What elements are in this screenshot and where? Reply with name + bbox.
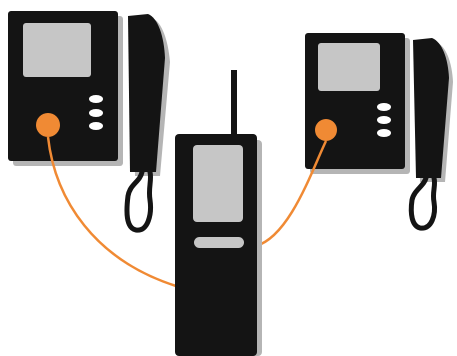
right-monitor-button-3 [377, 129, 391, 137]
handset-key [194, 237, 244, 248]
left-monitor-call-button [36, 113, 60, 137]
handset-antenna [231, 70, 237, 138]
left-monitor-button-1 [89, 95, 103, 103]
left-monitor-button-3 [89, 122, 103, 130]
right-handset-cord [411, 178, 434, 228]
right-intercom-monitor-icon [305, 33, 453, 228]
left-handset-cord [127, 172, 151, 230]
right-monitor-call-button [315, 119, 337, 141]
right-monitor-button-2 [377, 116, 391, 124]
handset-display [193, 145, 243, 222]
left-intercom-monitor-icon [8, 11, 170, 230]
right-monitor-button-1 [377, 103, 391, 111]
left-monitor-button-2 [89, 109, 103, 117]
left-monitor-screen [23, 23, 91, 77]
right-monitor-screen [318, 43, 380, 91]
cordless-handset-icon [175, 70, 262, 356]
